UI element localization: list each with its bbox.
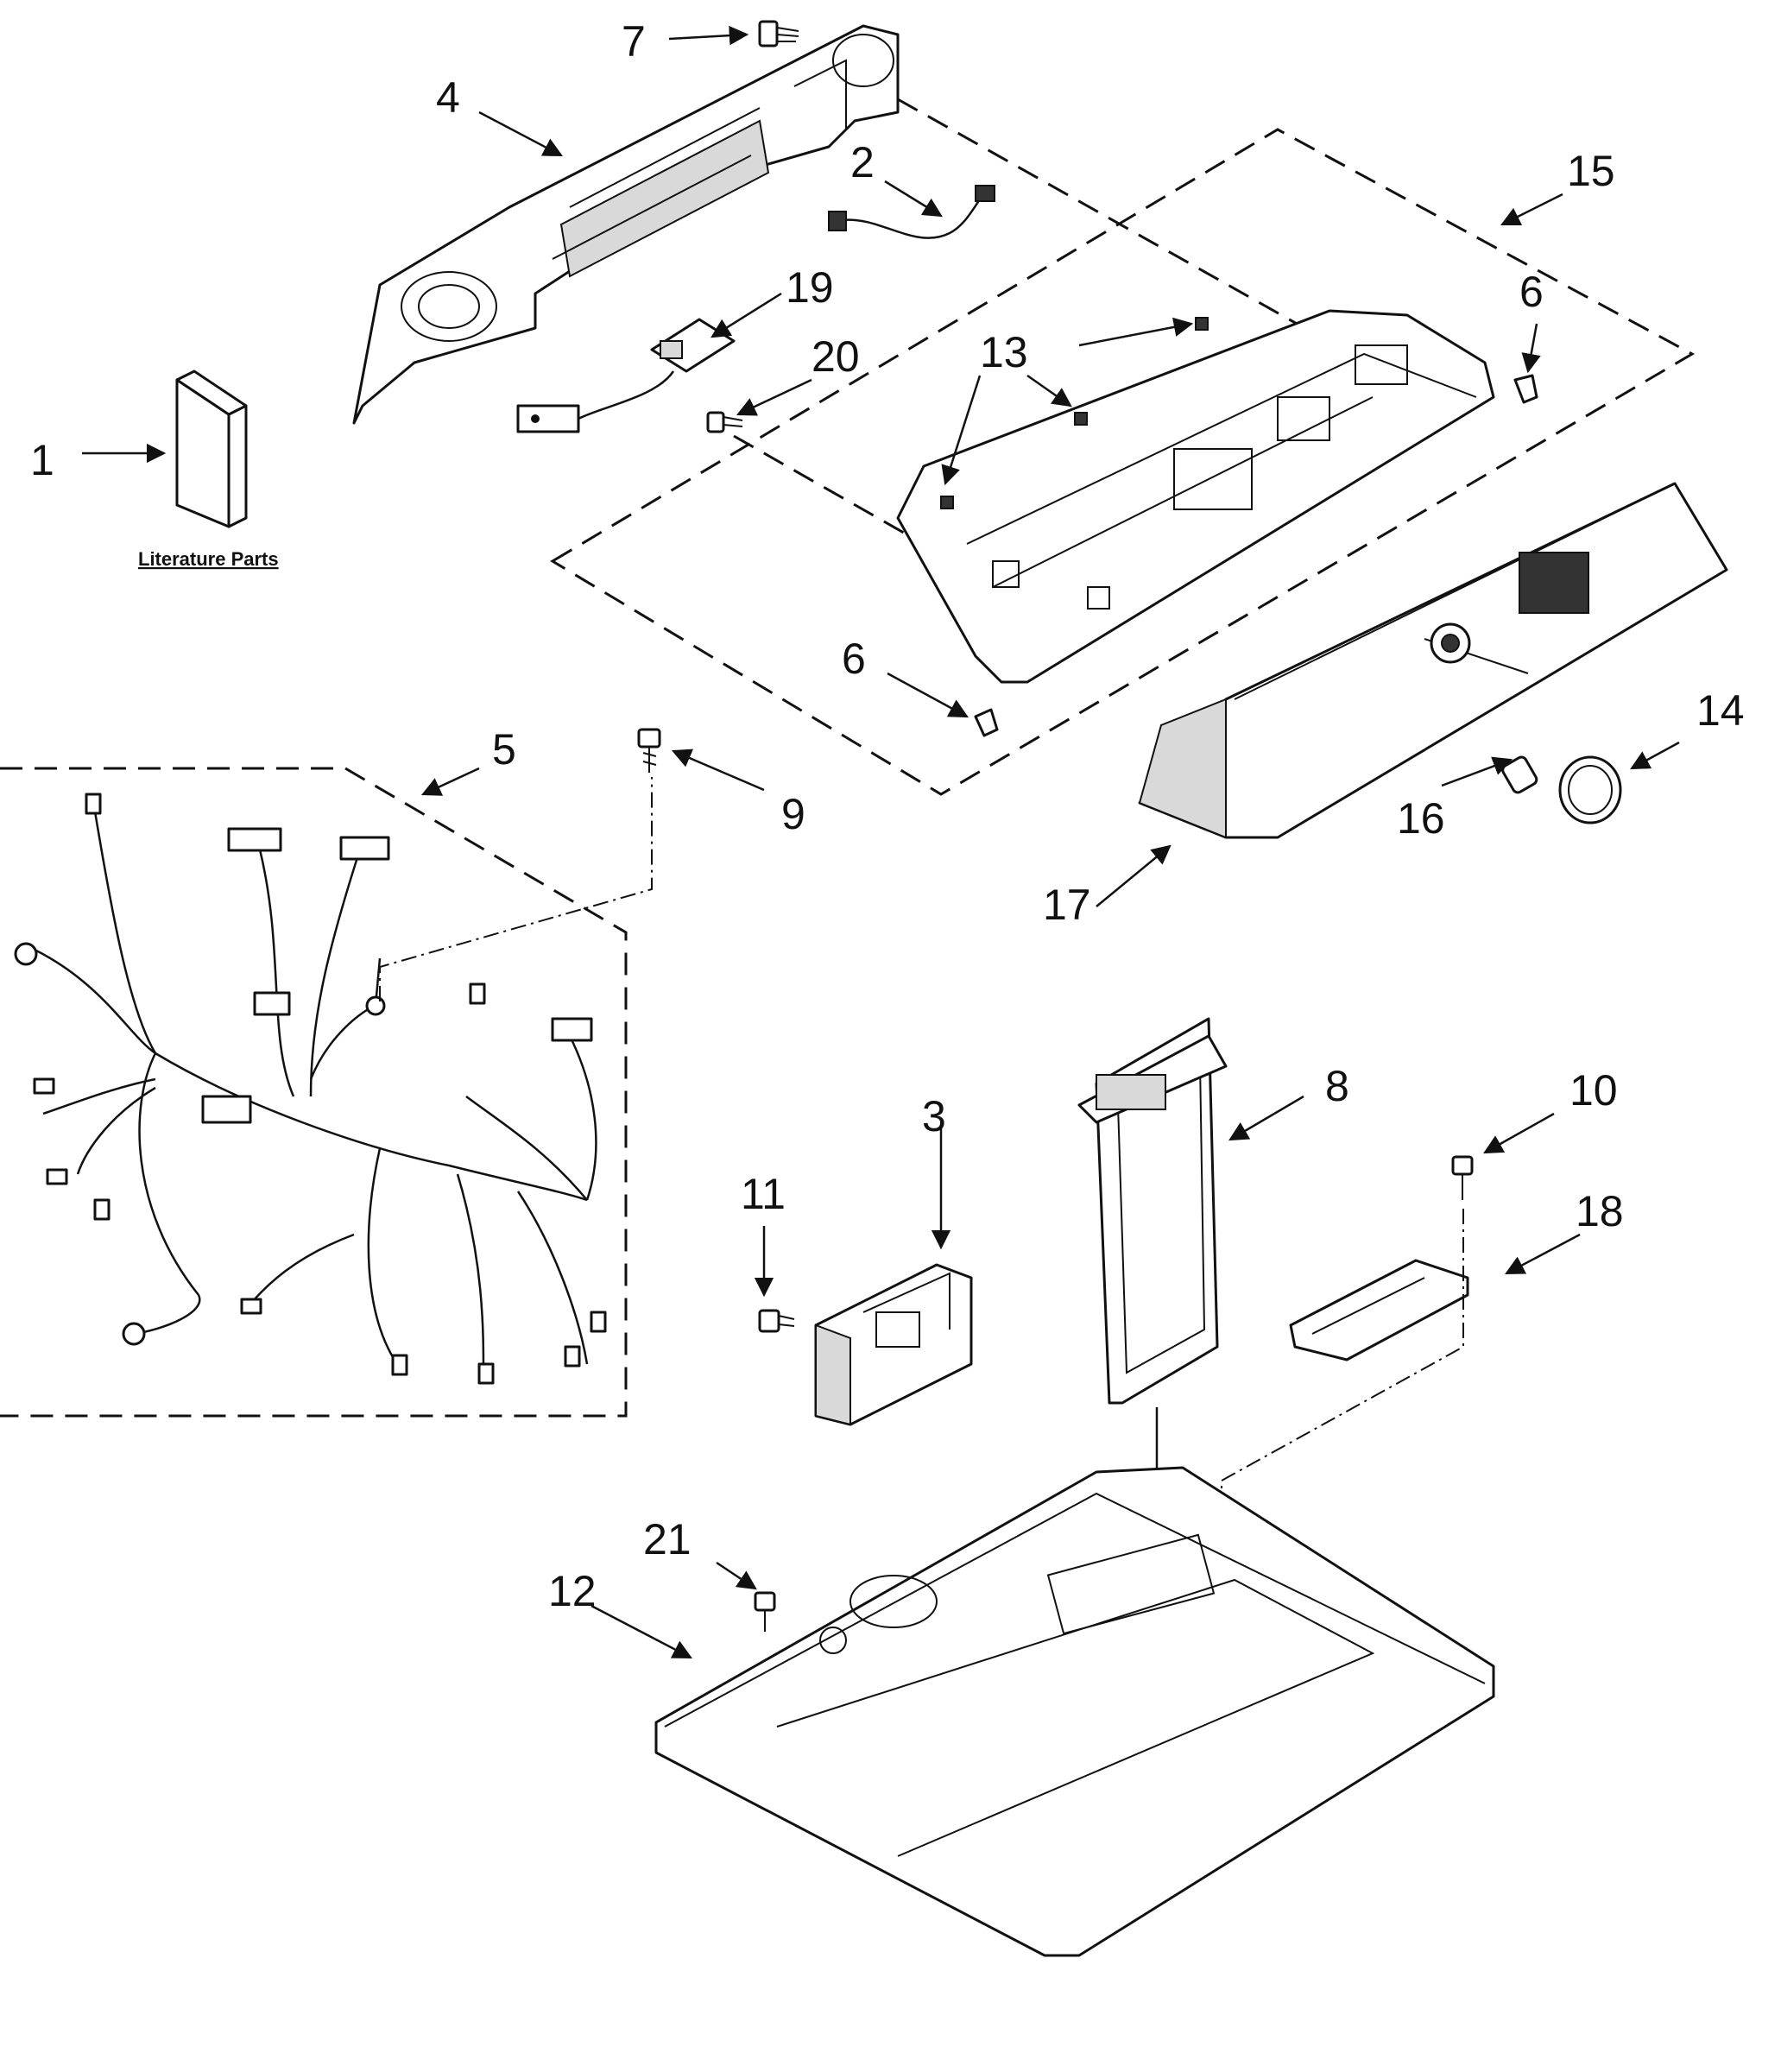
ring-part-14 xyxy=(1558,755,1622,824)
callout-20: 20 xyxy=(812,332,860,381)
screw-part-21 xyxy=(754,1591,776,1632)
callout-15: 15 xyxy=(1567,147,1615,195)
console-back-panel xyxy=(352,24,900,425)
callout-8: 8 xyxy=(1325,1062,1349,1110)
callout-12: 12 xyxy=(548,1567,597,1615)
callout-3: 3 xyxy=(922,1092,946,1140)
callout-17: 17 xyxy=(1043,881,1091,929)
callout-7: 7 xyxy=(622,17,646,66)
callout-10: 10 xyxy=(1569,1066,1618,1115)
electronic-module-part-3 xyxy=(814,1263,973,1426)
panel-to-console-guide xyxy=(897,98,1313,334)
bracket-part-18 xyxy=(1289,1259,1469,1361)
wire-harness-short xyxy=(828,185,995,239)
console-frame xyxy=(896,309,1495,684)
callout-16: 16 xyxy=(1397,794,1445,843)
callout-6-lower: 6 xyxy=(842,635,866,683)
frame-part-8 xyxy=(1077,1017,1228,1405)
callout-9: 9 xyxy=(781,790,805,838)
control-board-part-19 xyxy=(516,318,736,433)
callout-14: 14 xyxy=(1696,686,1745,735)
screw-part-7 xyxy=(758,20,799,47)
console-front-panel xyxy=(1138,482,1728,839)
callout-5: 5 xyxy=(492,725,516,774)
literature-parts-label: Literature Parts xyxy=(138,548,279,570)
clip-part-6 xyxy=(974,374,1538,737)
callout-2: 2 xyxy=(850,138,875,186)
callout-11: 11 xyxy=(741,1170,786,1218)
top-cover-part-12 xyxy=(654,1466,1495,1957)
main-wire-harness-part-5 xyxy=(0,767,653,1418)
screw-part-20 xyxy=(706,411,743,433)
screw-part-9 xyxy=(637,728,661,773)
callout-18: 18 xyxy=(1576,1187,1624,1235)
callout-numbers: 1 2 3 4 5 6 6 7 8 9 10 11 12 13 14 15 16… xyxy=(30,17,1745,1615)
screw-part-11 xyxy=(758,1309,795,1333)
harness-boundary xyxy=(0,767,628,1418)
callout-21: 21 xyxy=(643,1515,692,1563)
ground-screw-guide xyxy=(379,777,653,1001)
screw-part-10 xyxy=(1451,1155,1474,1200)
callout-13: 13 xyxy=(980,328,1028,376)
literature-booklet: Literature Parts xyxy=(138,370,279,570)
callout-19: 19 xyxy=(786,263,834,312)
assembly-boundary-part-15 xyxy=(550,128,1696,796)
callout-4: 4 xyxy=(436,73,460,122)
callout-leaders xyxy=(82,25,1680,1659)
callout-1: 1 xyxy=(30,436,54,484)
clip-part-13 xyxy=(940,317,1209,509)
callout-6-upper: 6 xyxy=(1519,268,1544,316)
board-to-console-guide xyxy=(733,434,985,580)
